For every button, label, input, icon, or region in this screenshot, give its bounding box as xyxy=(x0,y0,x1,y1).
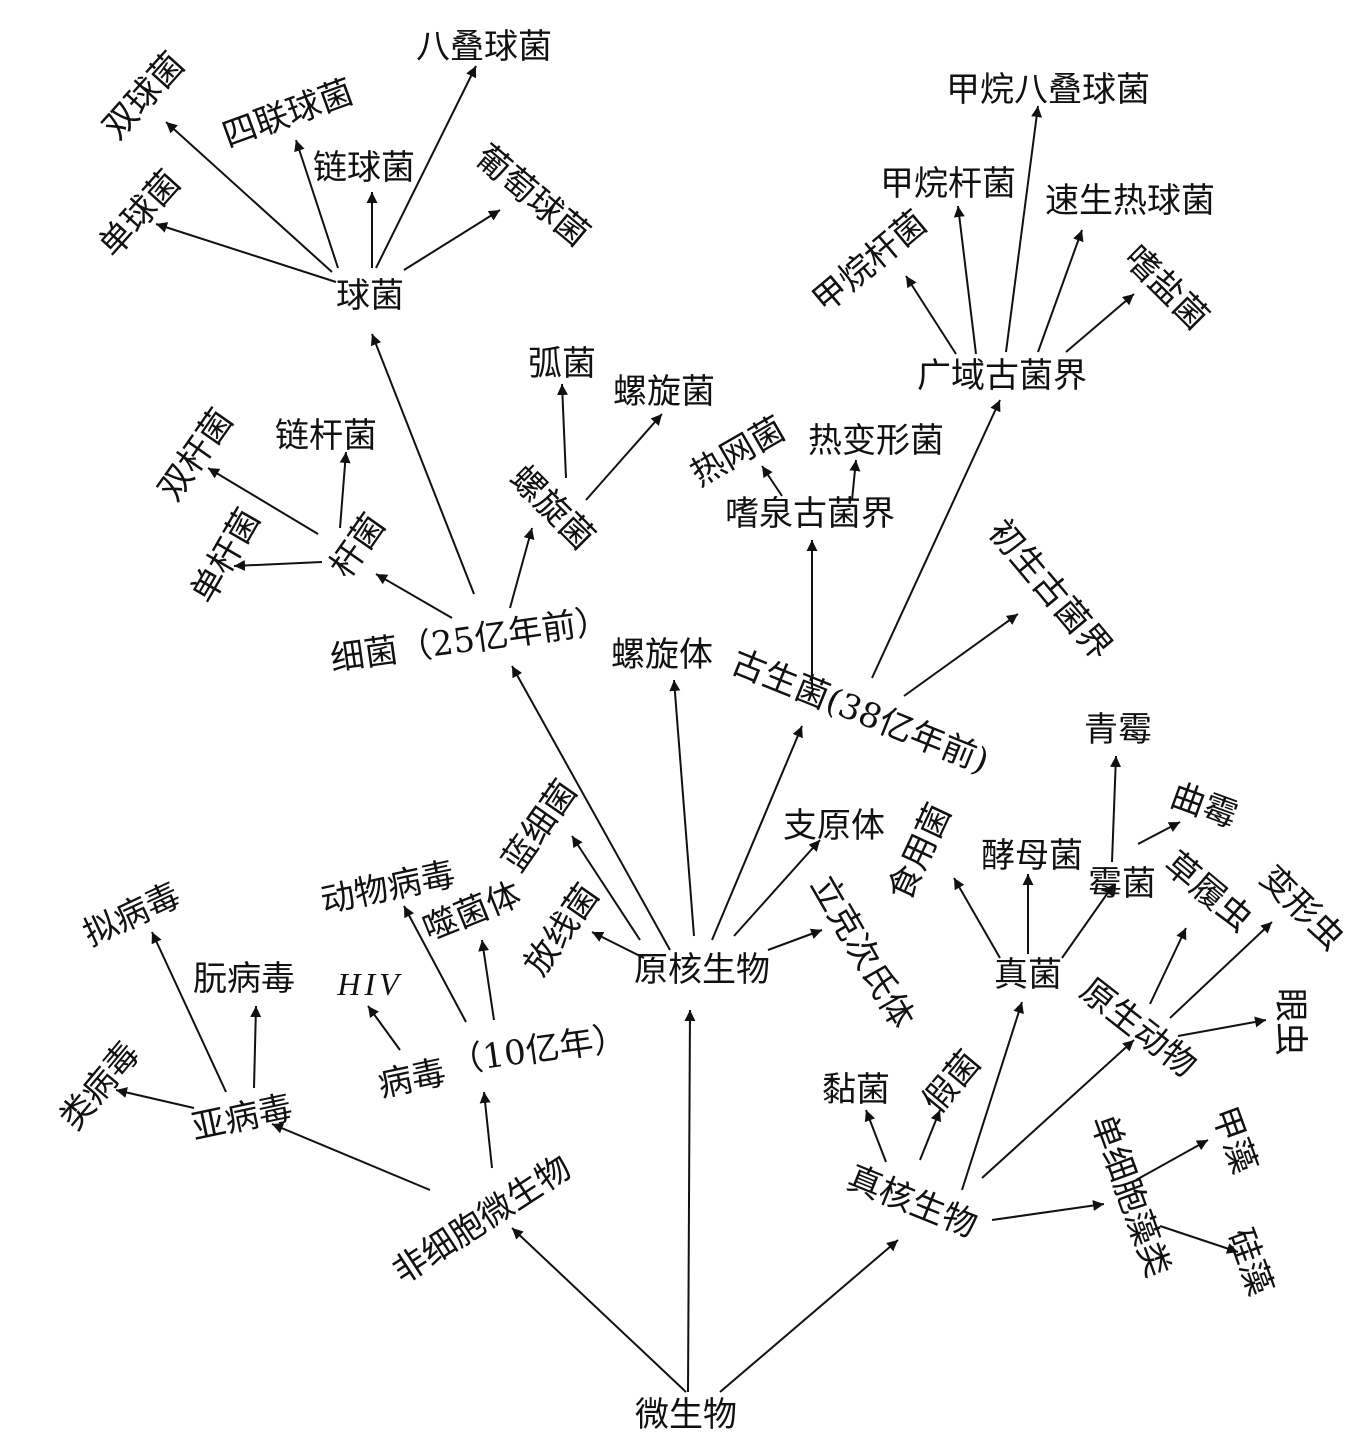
tree-arrow xyxy=(1135,1139,1209,1181)
tree-arrow xyxy=(1005,105,1043,353)
tree-arrow xyxy=(403,905,467,1023)
tree-arrow xyxy=(511,665,671,951)
node-methanosarcina: 甲烷八叠球菌 xyxy=(946,70,1150,110)
node-spirillum-b: 螺旋菌 xyxy=(613,372,715,412)
tree-arrow xyxy=(903,613,1019,697)
tree-arrow xyxy=(1159,1225,1239,1254)
node-slime-mold: 黏菌 xyxy=(822,1070,890,1110)
node-penicillium: 青霉 xyxy=(1084,710,1152,750)
tree-arrow xyxy=(556,383,568,479)
tree-arrow xyxy=(1110,755,1122,863)
tree-arrow xyxy=(1065,293,1135,353)
tree-arrow xyxy=(719,1239,899,1393)
tree-arrow xyxy=(849,459,861,501)
tree-arrow xyxy=(684,1009,696,1393)
tree-arrow xyxy=(478,939,495,1021)
node-vibrio: 弧菌 xyxy=(528,344,596,384)
tree-arrow xyxy=(375,65,477,269)
node-euglena: 眼虫 xyxy=(1270,988,1310,1056)
tree-arrow xyxy=(155,222,337,283)
node-euryarchaeota: 广域古菌界 xyxy=(917,356,1087,396)
tree-arrow xyxy=(871,399,1001,679)
tree-arrow xyxy=(207,467,319,535)
tree-arrow xyxy=(509,527,535,609)
tree-arrow xyxy=(669,679,695,937)
node-hiv: HIV xyxy=(337,966,403,1002)
node-sarcina: 八叠球菌 xyxy=(416,27,552,67)
tree-arrow xyxy=(250,1005,262,1089)
node-pyrococcus: 速生热球菌 xyxy=(1045,181,1215,221)
tree-arrow xyxy=(953,877,1001,959)
tree-arrow xyxy=(585,413,663,501)
tree-arrow xyxy=(511,1227,687,1393)
node-prion: 朊病毒 xyxy=(193,959,295,999)
tree-arrow xyxy=(375,573,453,619)
tree-arrow xyxy=(981,1039,1135,1179)
tree-arrow xyxy=(1137,821,1181,845)
tree-arrow xyxy=(919,1109,942,1161)
tree-arrow xyxy=(1037,229,1084,353)
tree-arrow xyxy=(761,465,783,497)
node-mycoplasma: 支原体 xyxy=(783,806,885,846)
tree-arrow xyxy=(1149,927,1187,1005)
tree-arrow xyxy=(271,1123,431,1191)
tree-arrow xyxy=(591,931,645,959)
tree-arrow xyxy=(767,928,823,951)
tree-arrow xyxy=(115,1087,195,1109)
tree-arrow xyxy=(1169,921,1273,1019)
tree-arrow xyxy=(905,275,957,355)
tree-arrow xyxy=(294,139,339,269)
node-fungi: 真菌 xyxy=(994,955,1062,995)
node-prokaryote: 原核生物 xyxy=(634,950,770,990)
tree-arrow xyxy=(151,931,227,1093)
node-microbe: 微生物 xyxy=(635,1395,737,1435)
tree-arrow xyxy=(370,333,475,595)
tree-arrow xyxy=(961,1001,1024,1191)
tree-arrow xyxy=(367,1005,401,1051)
tree-arrow xyxy=(403,209,501,271)
tree-arrow xyxy=(233,560,323,571)
tree-arrow xyxy=(711,725,803,941)
node-coccus: 球菌 xyxy=(336,276,404,316)
tree-arrow xyxy=(165,121,333,273)
tree-arrow xyxy=(1061,883,1115,959)
node-streptobacillus: 链杆菌 xyxy=(275,416,377,456)
tree-arrow xyxy=(571,835,641,941)
tree-arrow xyxy=(1177,1016,1267,1037)
node-streptococcus: 链球菌 xyxy=(313,148,415,188)
node-thermoproteus: 热变形菌 xyxy=(808,421,944,461)
tree-arrow xyxy=(953,205,977,355)
tree-arrow xyxy=(479,1091,493,1169)
tree-arrow xyxy=(991,1200,1105,1221)
node-spirochete: 螺旋体 xyxy=(611,635,713,675)
tree-arrow xyxy=(339,451,351,529)
node-methanobacterium-b: 甲烷杆菌 xyxy=(880,164,1016,204)
node-crenarchaeota: 嗜泉古菌界 xyxy=(725,494,895,534)
tree-arrow xyxy=(864,1109,887,1163)
node-yeast: 酵母菌 xyxy=(981,836,1083,876)
tree-arrow xyxy=(733,839,821,937)
node-mold: 霉菌 xyxy=(1088,864,1156,904)
